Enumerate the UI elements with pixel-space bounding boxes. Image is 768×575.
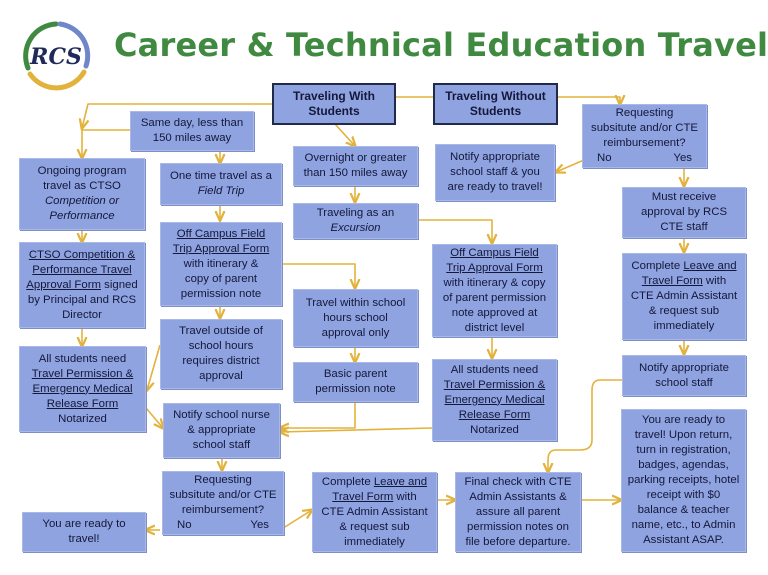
arrow-outside-to-allstudents1 — [147, 344, 161, 390]
arrow-notifystaff-to-final — [548, 379, 622, 472]
logo-text: RCS — [29, 44, 82, 70]
arrow-excursion-to-offcampus2 — [418, 219, 492, 243]
yes-label: Yes — [250, 519, 269, 531]
page-title: Career & Technical Education Travel — [114, 26, 768, 64]
arrow-allstudents2-to-nurse — [280, 428, 433, 432]
arrow-with-to-overnight — [334, 123, 355, 146]
no-label: No — [177, 519, 192, 531]
arrow-without-to-reqsub2 — [558, 97, 620, 104]
node-complete-leave-form-2: Complete Leave and Travel Form with CTE … — [622, 253, 746, 340]
rcs-logo: RCS — [23, 21, 91, 91]
no-label: No — [597, 152, 612, 164]
arrow-reqsub1-yes — [279, 510, 312, 531]
arrow-allstudents1-to-nurse — [145, 407, 163, 428]
node-ctso-form: CTSO Competition &Performance Travel App… — [19, 242, 145, 328]
yes-label: Yes — [673, 152, 692, 164]
arrow-basic-to-nurse — [280, 402, 356, 428]
arrow-sameday-to-ongoing — [82, 129, 130, 158]
node-complete-leave-form-1: Complete Leave and Travel Form with CTE … — [312, 472, 437, 552]
arrow-reqsub2-no — [556, 159, 585, 172]
arrow-offcampus1-to-within — [282, 263, 355, 288]
